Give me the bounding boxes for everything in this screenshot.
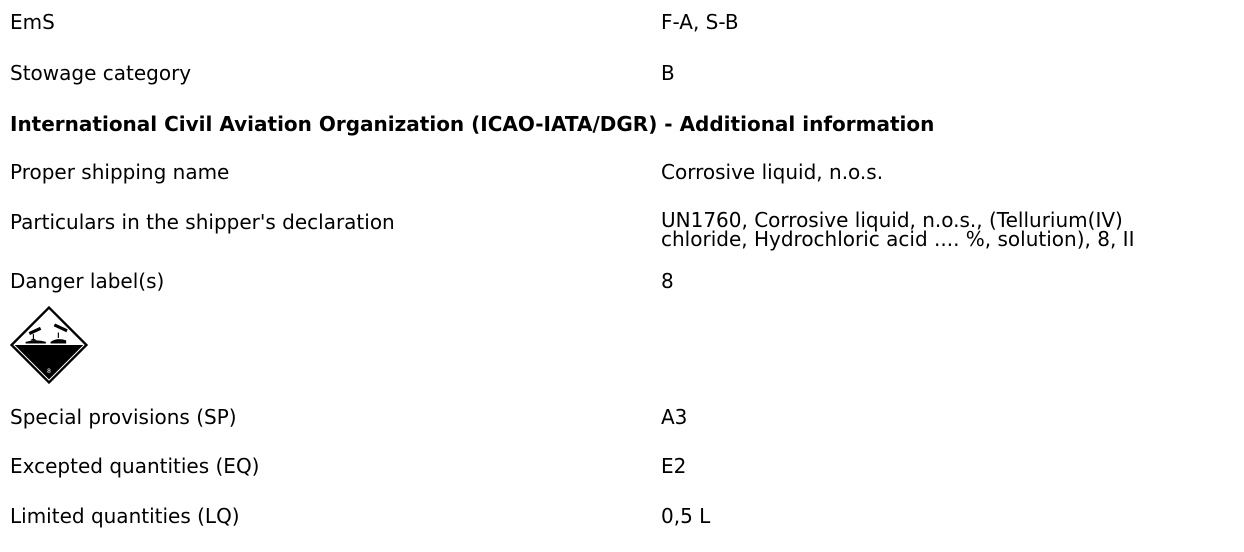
danger-labels-label: Danger label(s)	[10, 269, 165, 293]
special-provisions-label: Special provisions (SP)	[10, 405, 237, 429]
proper-shipping-name-row: Proper shipping name Corrosive liquid, n…	[10, 161, 1240, 183]
corrosive-hazard-class-8-icon: 8	[10, 306, 88, 384]
ems-label: EmS	[10, 10, 55, 34]
limited-quantities-label: Limited quantities (LQ)	[10, 504, 240, 528]
stowage-category-row: Stowage category B	[10, 62, 1240, 84]
icao-section-heading: International Civil Aviation Organizatio…	[10, 112, 935, 136]
proper-shipping-name-label: Proper shipping name	[10, 160, 230, 184]
limited-quantities-row: Limited quantities (LQ) 0,5 L	[10, 505, 1240, 527]
stowage-category-value: B	[661, 61, 675, 85]
special-provisions-row: Special provisions (SP) A3	[10, 406, 1240, 428]
shipper-declaration-value: UN1760, Corrosive liquid, n.o.s., (Tellu…	[661, 208, 1240, 251]
danger-labels-value: 8	[661, 269, 674, 293]
ems-row: EmS F-A, S-B	[10, 11, 1240, 33]
stowage-category-label: Stowage category	[10, 61, 192, 85]
excepted-quantities-row: Excepted quantities (EQ) E2	[10, 455, 1240, 477]
excepted-quantities-value: E2	[661, 454, 687, 478]
excepted-quantities-label: Excepted quantities (EQ)	[10, 454, 260, 478]
proper-shipping-name-value: Corrosive liquid, n.o.s.	[661, 160, 884, 184]
special-provisions-value: A3	[661, 405, 688, 429]
shipper-declaration-row: Particulars in the shipper's declaration…	[10, 208, 1240, 251]
ems-value: F-A, S-B	[661, 10, 739, 34]
pictogram-class-number: 8	[47, 368, 51, 375]
danger-labels-row: Danger label(s) 8	[10, 270, 1240, 292]
shipper-declaration-value-line-1: UN1760, Corrosive liquid, n.o.s., (Tellu…	[661, 208, 1123, 232]
shipper-declaration-label: Particulars in the shipper's declaration	[10, 210, 395, 234]
limited-quantities-value: 0,5 L	[661, 504, 711, 528]
shipper-declaration-value-line-2: chloride, Hydrochloric acid .... %, solu…	[661, 227, 1135, 251]
